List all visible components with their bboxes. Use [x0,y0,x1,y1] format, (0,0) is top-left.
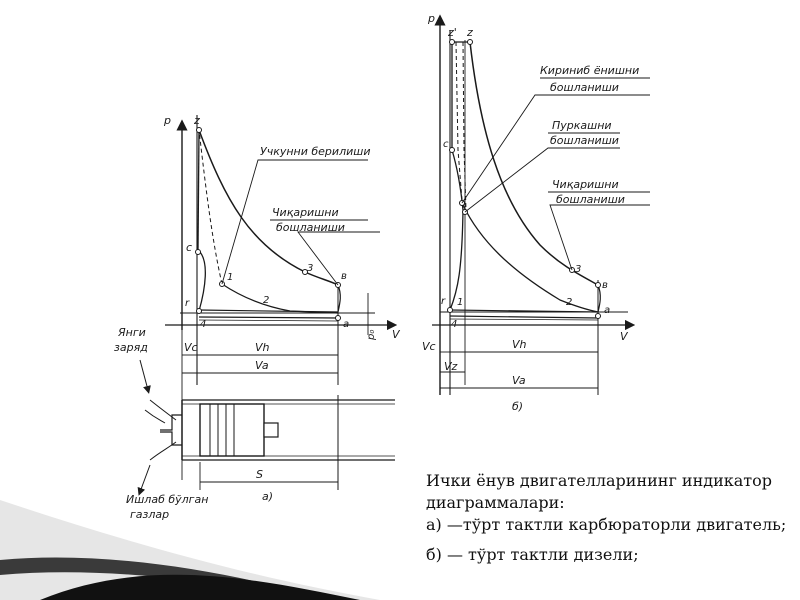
diagram-b-label-c: c [443,139,449,150]
diagram-a-fresh-arrow [139,359,151,394]
diagram-a-fresh-label-2: заряд [114,341,148,354]
diagram-a-combustion-line [197,129,200,251]
diagram-a-label-1: 1 [227,272,233,283]
diagram-a-vc-label: Vc [184,341,198,354]
diagram-a-fresh-label-1: Янги [117,326,146,339]
diagram-a-point-3 [302,269,308,275]
diagram-b-vh-label: Vh [512,338,527,351]
diagram-a-lower-curve [221,283,339,314]
diagram-a-ignition-label: Учкунни берилиши [260,145,370,158]
diagram-a-label-4: 4 [200,319,206,330]
diagram-a-point-a [335,315,341,321]
diagram-b-point-a [595,313,601,319]
diagram-a-piston [199,403,265,457]
diagram-a-intake-stroke-2 [198,319,339,322]
diagram-b-label-4: 4 [451,319,457,330]
diagram-b-label-z: z [466,26,473,39]
diagram-a-compression-curve [197,249,206,312]
diagram-b-axis-v-label: V [620,330,629,343]
diagram-b-injection-label-2: бошланиши [550,134,619,147]
diagram-b-injection-label-1: Пуркашни [552,119,612,132]
diagram-b-intake-stroke-2 [449,318,599,321]
diagram-b-dashed-1 [455,41,463,201]
diagram-a-exhaust-stroke [198,309,339,313]
diagram-b-combustion-line [451,41,470,150]
diagram-a-axis-p-label: p [163,114,171,127]
diagram-b-exhaust-label-2: бошланиши [556,193,625,206]
diagram-a-label-r: r [185,298,190,309]
diagram-a-point-c [195,249,201,255]
diagram-b: p V z' z c 1 2 3 в r 4 a [422,12,650,413]
diagram-a-label-a: a [343,319,349,330]
diagram-b-exhaust-leader [549,204,650,271]
diagram-b-label-r: r [441,296,446,307]
diagram-b-dashed-2 [462,41,467,211]
diagram-a-va-label: Va [255,359,269,372]
diagram-b-label-z1: z' [447,26,457,39]
diagram-a-label-b: в [341,271,347,282]
diagram-a-ignition-leader [221,159,368,285]
diagram-b-point-z1 [449,39,455,45]
diagram-b-label-2: 2 [566,297,572,308]
caption-line-3: а) —тўрт тактли карбюраторли двигатель; [426,515,787,534]
diagram-a-label-2: 2 [263,295,269,306]
diagram-b-exhaust-label-1: Чиқаришни [552,178,619,191]
diagram-a-exhaust-gas-label-1: Ишлаб бўлган [126,493,208,506]
figure-caption: Ички ёнув двигателларининг индикатор диа… [426,470,796,566]
diagram-a-exhaust-label-2: бошланиши [276,221,345,234]
diagram-b-point-r [447,307,453,313]
diagram-a-p0-label: p₀ [366,330,377,341]
diagram-a-axis-v-label: V [392,328,401,341]
diagram-a-piston-pin [263,422,279,438]
diagram-b-compression-curve [449,149,464,311]
diagram-b-label-a: a [604,305,610,316]
diagram-a-exhaust-label-1: Чиқаришни [272,206,339,219]
diagram-b-inner-expansion [462,204,599,313]
diagram-a-label-z: z [193,114,200,127]
diagram-a-point-r [196,308,202,314]
diagram-b-vc-label: Vc [422,340,436,353]
diagram-a-exhaust-gas-label-2: газлар [130,508,169,521]
diagram-a: p V z c 1 2 3 в r 4 a p₀ [114,114,401,521]
diagram-a-point-z [196,127,202,133]
diagram-b-intake-leader [461,94,650,204]
caption-line-1: Ички ёнув двигателларининг индикатор [426,471,773,490]
diagram-a-ignition-dashed [198,129,223,285]
diagram-a-exhaust-leader [297,231,380,286]
diagram-b-tag: б) [512,400,523,413]
diagram-a-cylinder [144,395,395,490]
caption-line-2: диаграммалари: [426,493,565,512]
diagram-b-vz-label: Vz [444,360,458,373]
diagram-a-tag: а) [262,490,273,503]
caption-line-4: б) — тўрт тактли дизели; [426,545,639,564]
diagram-b-axis-p-label: p [427,12,435,25]
diagram-b-point-z [467,39,473,45]
diagram-a-exhaust-arrow [137,464,151,496]
diagram-a-label-c: c [186,241,192,254]
diagram-b-exhaust-stroke [449,309,599,313]
slide-swoosh-decoration [0,500,380,600]
diagram-b-label-b: в [602,280,608,291]
diagram-a-points [195,127,341,321]
diagram-b-point-b [595,282,601,288]
diagram-a-intake-stroke [198,316,339,319]
diagram-a-expansion-curve [198,129,339,286]
diagram-a-s-label: S [256,468,263,481]
diagram-b-intake-label-2: бошланиши [550,81,619,94]
diagram-b-intake-stroke [449,315,599,319]
diagram-b-point-c [449,147,455,153]
diagram-b-intake-label-1: Кириниб ёнишни [540,64,639,77]
diagram-b-injection-leader [464,147,620,213]
diagram-b-label-1: 1 [457,297,463,308]
diagram-b-va-label: Va [512,374,526,387]
diagram-b-label-3: 3 [575,264,581,275]
diagram-a-vh-label: Vh [255,341,270,354]
diagram-a-label-3: 3 [307,263,313,274]
